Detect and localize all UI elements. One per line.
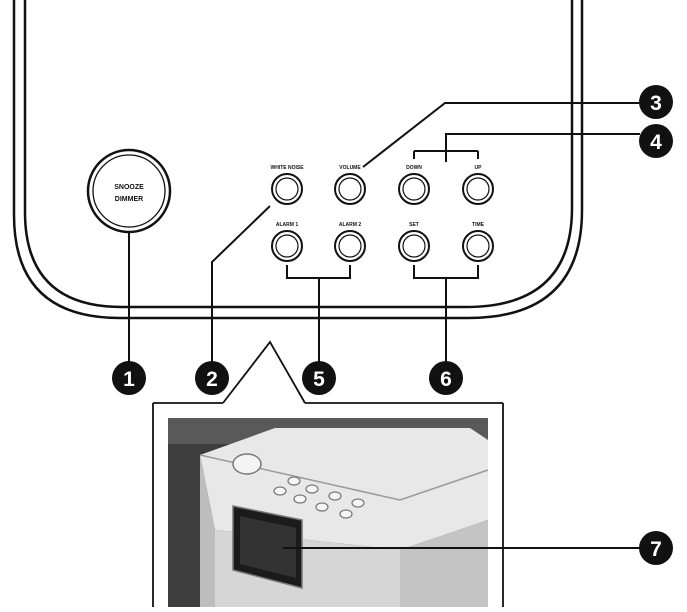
alarm-2-button: ALARM 2 (334, 222, 366, 262)
svg-text:7: 7 (650, 538, 662, 561)
snooze-label: SNOOZE (114, 184, 144, 191)
callout-3: 3 (639, 85, 673, 119)
time-button: TIME (462, 222, 494, 262)
set-label: SET (409, 222, 419, 228)
callout-4: 4 (639, 124, 673, 158)
svg-text:2: 2 (206, 368, 218, 391)
set-button: SET (398, 222, 430, 262)
callout-2: 2 (195, 361, 229, 395)
callout-1: 1 (112, 361, 146, 395)
device-photo (168, 418, 489, 607)
up-label: UP (475, 165, 483, 171)
svg-text:1: 1 (123, 368, 135, 391)
snooze-dimmer-button: SNOOZE DIMMER (86, 148, 172, 234)
svg-text:3: 3 (650, 92, 662, 115)
magnifier-frame (152, 340, 504, 607)
leader-line-3 (362, 102, 640, 168)
volume-button: VOLUME (334, 165, 366, 205)
alarm-1-label: ALARM 1 (276, 222, 298, 228)
up-button: UP (462, 165, 494, 205)
svg-text:5: 5 (313, 368, 325, 391)
volume-label: VOLUME (339, 165, 361, 171)
leader-lines (128, 102, 640, 362)
time-label: TIME (472, 222, 485, 228)
leader-line-4 (445, 133, 640, 162)
alarm-2-label: ALARM 2 (339, 222, 361, 228)
device-outline (12, 0, 584, 320)
bracket-5 (286, 265, 351, 279)
white-noise-label: WHITE NOISE (270, 165, 304, 171)
photo-small-buttons (273, 476, 365, 519)
photo-snooze-button (232, 453, 262, 475)
down-button: DOWN (398, 165, 430, 205)
leader-line-2 (211, 205, 271, 362)
dimmer-label: DIMMER (115, 196, 143, 203)
callout-7: 7 (639, 531, 673, 565)
callout-5: 5 (302, 361, 336, 395)
alarm-1-button: ALARM 1 (271, 222, 303, 262)
svg-text:6: 6 (440, 368, 452, 391)
white-noise-button: WHITE NOISE (270, 165, 304, 205)
callout-6: 6 (429, 361, 463, 395)
svg-text:4: 4 (650, 131, 662, 154)
bracket-6 (413, 265, 479, 279)
down-label: DOWN (406, 165, 422, 171)
